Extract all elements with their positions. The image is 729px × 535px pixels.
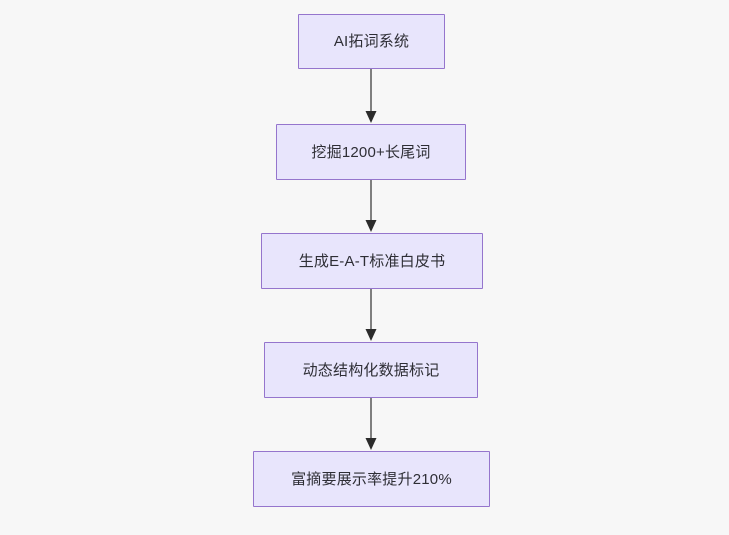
arrowhead-icon [365,220,377,232]
flow-node-label: 生成E-A-T标准白皮书 [298,252,446,270]
flow-node-generate-eat-whitepaper[interactable]: 生成E-A-T标准白皮书 [261,233,483,289]
arrowhead-icon [365,438,377,450]
flow-node-label: 富摘要展示率提升210% [291,470,452,488]
edge-node1-to-node2 [365,69,377,123]
edge-node3-to-node4 [365,289,377,341]
flow-node-label: 动态结构化数据标记 [302,361,440,379]
arrowhead-icon [365,111,377,123]
flow-node-label: 挖掘1200+长尾词 [311,143,431,161]
flow-node-ai-keyword-system[interactable]: AI拓词系统 [298,14,445,69]
flow-node-rich-snippet-impression-lift[interactable]: 富摘要展示率提升210% [253,451,490,507]
edge-node2-to-node3 [365,180,377,232]
arrowhead-icon [365,329,377,341]
flow-node-label: AI拓词系统 [333,33,410,50]
flow-node-mine-longtail-keywords[interactable]: 挖掘1200+长尾词 [276,124,466,180]
flow-node-dynamic-structured-data-markup[interactable]: 动态结构化数据标记 [264,342,478,398]
edge-node4-to-node5 [365,398,377,450]
